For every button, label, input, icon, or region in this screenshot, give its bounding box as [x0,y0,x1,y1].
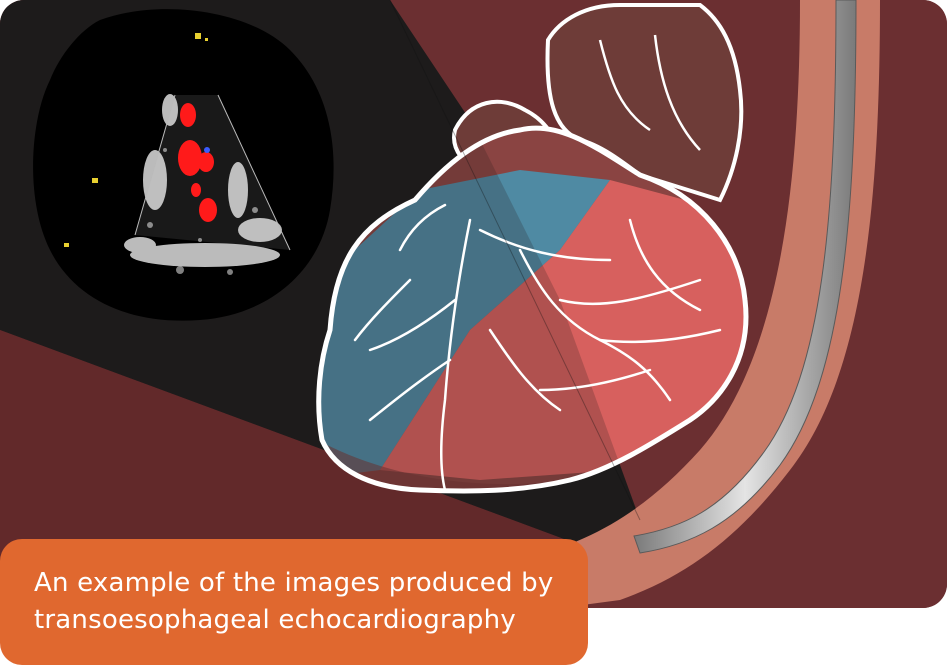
heart-illustration-svg [0,0,947,608]
caption-line-2: transoesophageal echocardiography [34,602,568,639]
heart-echo-illustration [0,0,947,608]
ultrasound-inset [33,9,334,321]
caption-line-1: An example of the images produced by [34,565,568,602]
caption-box: An example of the images produced by tra… [0,539,588,665]
